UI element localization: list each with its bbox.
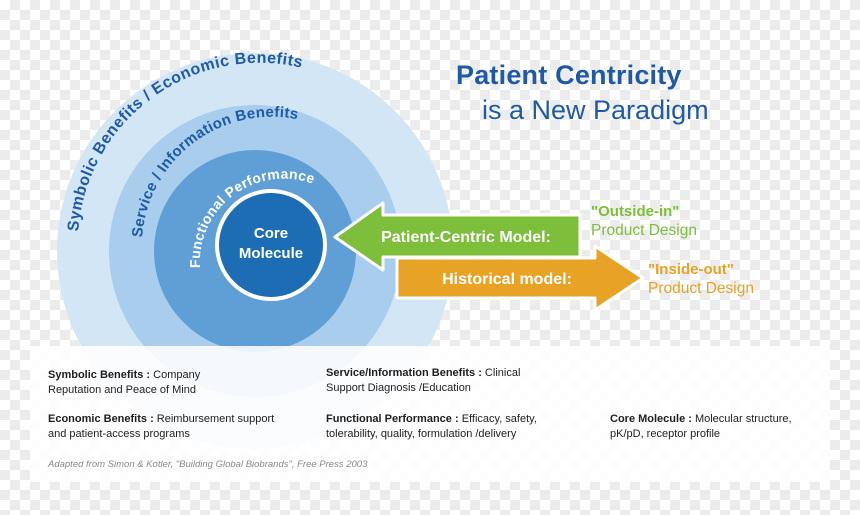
historical-arrow-label: Historical model: bbox=[442, 271, 572, 288]
core-molecule-circle bbox=[215, 189, 327, 301]
page-subtitle: is a New Paradigm bbox=[482, 95, 709, 125]
page-title: Patient Centricity bbox=[456, 60, 682, 90]
inside-out-description: Product Design bbox=[648, 280, 754, 297]
legend-core: Core Molecule : Molecular structure, pK/… bbox=[610, 413, 792, 440]
patient-centric-arrow bbox=[333, 201, 582, 272]
legend-functional: Functional Performance : Efficacy, safet… bbox=[326, 413, 537, 440]
legend-economic: Economic Benefits : Reimbursement suppor… bbox=[48, 413, 275, 440]
source-citation: Adapted from Simon & Kotler, "Building G… bbox=[48, 459, 368, 470]
historical-arrow bbox=[395, 244, 645, 312]
core-label-line2: Molecule bbox=[239, 245, 303, 262]
outside-in-description: Product Design bbox=[591, 222, 697, 239]
legend-panel: Symbolic Benefits : Company Reputation a… bbox=[30, 346, 830, 482]
core-label-line1: Core bbox=[254, 225, 288, 242]
patient-centric-arrow-label: Patient-Centric Model: bbox=[381, 229, 551, 246]
inside-out-label: "Inside-out" bbox=[648, 261, 734, 278]
legend-symbolic: Symbolic Benefits : Company Reputation a… bbox=[48, 369, 201, 396]
legend-service: Service/Information Benefits : Clinical … bbox=[326, 367, 521, 394]
outside-in-label: "Outside-in" bbox=[591, 203, 680, 220]
